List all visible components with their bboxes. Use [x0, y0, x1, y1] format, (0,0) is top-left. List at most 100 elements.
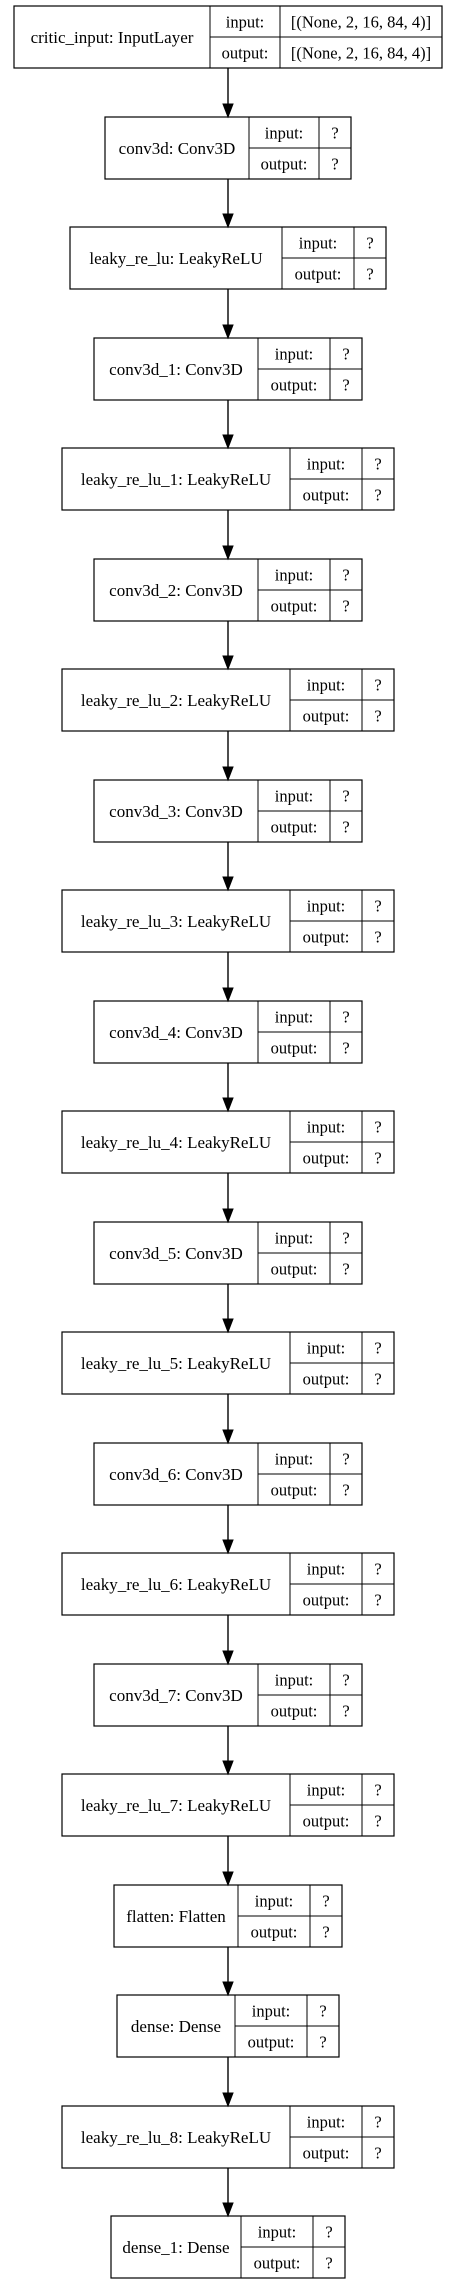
- output-label: output:: [271, 1481, 318, 1500]
- output-label: output:: [303, 707, 350, 726]
- connector-arrow: [222, 1173, 234, 1224]
- output-shape: ?: [374, 486, 381, 505]
- input-label: input:: [252, 2002, 291, 2021]
- layer-node-0: critic_input: InputLayer input: output: [(N…: [13, 5, 443, 69]
- layer-name: leaky_re_lu_8: LeakyReLU: [81, 2128, 271, 2147]
- input-label: input:: [307, 1118, 346, 1137]
- input-shape: ?: [342, 345, 349, 364]
- input-label: input:: [275, 1229, 314, 1248]
- input-shape: ?: [322, 1892, 329, 1911]
- input-label: input:: [275, 566, 314, 585]
- output-label: output:: [303, 1591, 350, 1610]
- output-label: output:: [271, 818, 318, 837]
- input-label: input:: [255, 1892, 294, 1911]
- input-shape: ?: [374, 1781, 381, 1800]
- input-shape: ?: [366, 234, 373, 253]
- output-shape: ?: [374, 2144, 381, 2163]
- connector-arrow: [222, 1063, 234, 1113]
- connector-arrow: [222, 1726, 234, 1776]
- input-shape: ?: [342, 1229, 349, 1248]
- output-label: output:: [271, 1260, 318, 1279]
- output-shape: ?: [374, 1591, 381, 1610]
- output-label: output:: [303, 1370, 350, 1389]
- layer-name: conv3d_7: Conv3D: [109, 1686, 243, 1705]
- connector-arrow: [222, 68, 234, 119]
- output-shape: ?: [366, 265, 373, 284]
- layer-name: critic_input: InputLayer: [31, 28, 194, 47]
- layer-name: leaky_re_lu_3: LeakyReLU: [81, 912, 271, 931]
- connector-arrow: [222, 1505, 234, 1555]
- input-shape: ?: [319, 2002, 326, 2021]
- output-label: output:: [261, 155, 308, 174]
- connector-arrow: [222, 731, 234, 782]
- output-label: output:: [303, 2144, 350, 2163]
- output-shape: ?: [374, 1812, 381, 1831]
- input-shape: ?: [374, 1118, 381, 1137]
- output-label: output:: [303, 486, 350, 505]
- input-label: input:: [307, 2113, 346, 2132]
- layer-name: leaky_re_lu_6: LeakyReLU: [81, 1575, 271, 1594]
- layer-name: conv3d_3: Conv3D: [109, 802, 243, 821]
- layer-name: conv3d_4: Conv3D: [109, 1023, 243, 1042]
- connector-arrow: [222, 1284, 234, 1334]
- input-shape: ?: [374, 676, 381, 695]
- output-shape: ?: [374, 707, 381, 726]
- input-label: input:: [307, 897, 346, 916]
- input-shape: ?: [374, 1339, 381, 1358]
- output-label: output:: [251, 1923, 298, 1942]
- connector-arrow: [222, 2168, 234, 2218]
- output-shape: ?: [374, 1370, 381, 1389]
- layer-name: leaky_re_lu: LeakyReLU: [89, 249, 262, 268]
- connector-arrow: [222, 179, 234, 229]
- output-shape: ?: [342, 1702, 349, 1721]
- layer-name: conv3d_1: Conv3D: [109, 360, 243, 379]
- layer-node-15: conv3d_7: Conv3D input: output:??: [93, 1663, 363, 1727]
- layer-name: conv3d_6: Conv3D: [109, 1465, 243, 1484]
- output-shape: ?: [325, 2254, 332, 2273]
- input-shape: ?: [331, 124, 338, 143]
- input-label: input:: [275, 1450, 314, 1469]
- connector-arrow: [222, 1836, 234, 1887]
- layer-name: conv3d_2: Conv3D: [109, 581, 243, 600]
- input-label: input:: [275, 345, 314, 364]
- input-label: input:: [307, 1339, 346, 1358]
- input-shape: ?: [342, 1008, 349, 1027]
- layer-name: dense_1: Dense: [122, 2238, 229, 2257]
- connector-arrow: [222, 1394, 234, 1445]
- input-shape: ?: [342, 787, 349, 806]
- output-label: output:: [295, 265, 342, 284]
- output-label: output:: [254, 2254, 301, 2273]
- input-shape: ?: [342, 1671, 349, 1690]
- layer-name: leaky_re_lu_5: LeakyReLU: [81, 1354, 271, 1373]
- input-label: input:: [275, 1671, 314, 1690]
- output-shape: [(None, 2, 16, 84, 4)]: [291, 44, 431, 63]
- connector-arrow: [222, 400, 234, 450]
- output-label: output:: [303, 1812, 350, 1831]
- output-shape: ?: [322, 1923, 329, 1942]
- output-shape: ?: [342, 1039, 349, 1058]
- input-label: input:: [265, 124, 304, 143]
- output-shape: ?: [374, 1149, 381, 1168]
- input-label: input:: [307, 676, 346, 695]
- connector-arrow: [222, 1947, 234, 1997]
- input-label: input:: [275, 1008, 314, 1027]
- input-label: input:: [226, 13, 265, 32]
- output-label: output:: [271, 1702, 318, 1721]
- connector-arrow: [222, 952, 234, 1003]
- input-shape: ?: [374, 1560, 381, 1579]
- output-label: output:: [222, 44, 269, 63]
- connector-arrow: [222, 2057, 234, 2108]
- input-label: input:: [275, 787, 314, 806]
- input-label: input:: [258, 2223, 297, 2242]
